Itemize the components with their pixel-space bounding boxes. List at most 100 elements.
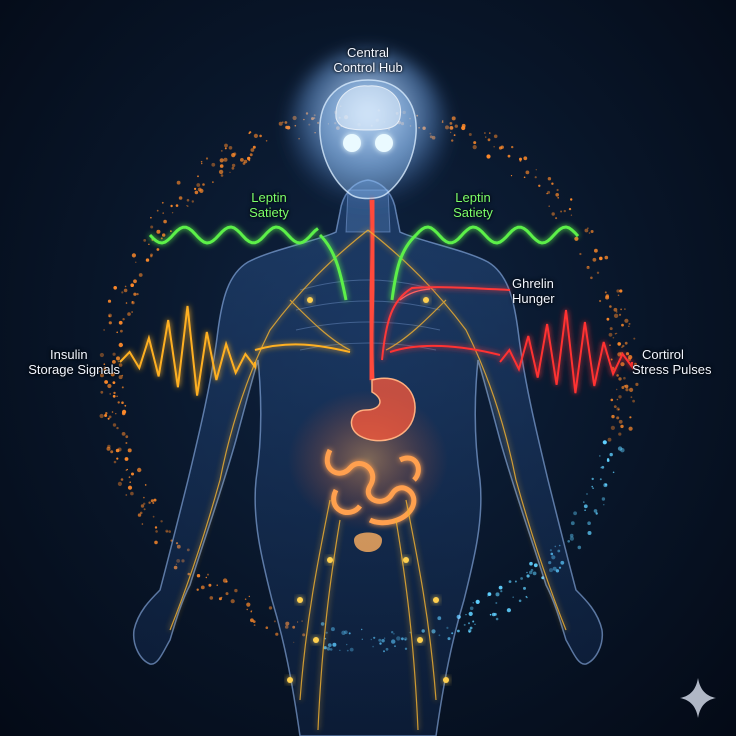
ring-particle — [618, 313, 622, 316]
ring-particle — [103, 329, 105, 331]
ghrelin-line2: Hunger — [512, 291, 555, 306]
ring-particle — [530, 568, 534, 572]
ring-particle — [136, 293, 139, 296]
ring-particle — [143, 239, 147, 242]
ring-particle — [116, 331, 118, 334]
right-eye — [375, 134, 393, 152]
ring-particle — [253, 133, 258, 138]
ring-particle — [259, 134, 262, 138]
ring-particle — [113, 286, 117, 290]
ring-particle — [211, 162, 216, 167]
ring-particle — [590, 276, 593, 280]
ring-particle — [612, 471, 615, 474]
ring-particle — [599, 299, 602, 303]
ring-particle — [219, 164, 224, 168]
ring-particle — [139, 511, 143, 515]
ring-particle — [629, 416, 632, 419]
ring-particle — [525, 170, 530, 175]
ring-particle — [529, 570, 533, 575]
ring-particle — [632, 399, 635, 403]
ring-particle — [616, 416, 620, 420]
left-eye — [343, 134, 361, 152]
ring-particle — [106, 446, 111, 451]
ring-particle — [506, 608, 511, 613]
ring-particle — [454, 124, 458, 128]
ring-particle — [194, 190, 199, 195]
ring-particle — [573, 511, 577, 516]
ring-particle — [207, 573, 209, 576]
ring-particle — [511, 145, 514, 149]
ring-particle — [624, 318, 629, 323]
ring-particle — [108, 315, 111, 318]
ring-particle — [474, 623, 476, 625]
ring-particle — [616, 374, 619, 377]
ring-particle — [491, 612, 496, 617]
hub-label-line2: Control Hub — [333, 60, 403, 75]
ring-particle — [148, 501, 151, 504]
ring-particle — [150, 225, 154, 229]
ring-particle — [587, 531, 592, 535]
ring-particle — [609, 344, 611, 347]
ring-particle — [124, 285, 127, 288]
ring-particle — [606, 317, 610, 321]
ring-particle — [619, 289, 623, 293]
ring-particle — [609, 305, 612, 308]
ring-particle — [247, 156, 251, 161]
insulin-line1: Insulin — [50, 347, 88, 362]
stomach — [350, 377, 416, 442]
ring-particle — [121, 411, 126, 416]
ring-particle — [500, 590, 503, 593]
ring-particle — [133, 292, 137, 296]
ring-particle — [606, 458, 610, 461]
intestines — [325, 448, 421, 526]
ring-particle — [621, 323, 624, 327]
ring-particle — [131, 311, 133, 313]
ring-particle — [547, 177, 552, 181]
ring-particle — [519, 157, 522, 161]
ring-particle — [607, 437, 612, 442]
ring-particle — [121, 374, 124, 377]
ring-particle — [131, 301, 134, 303]
ring-particle — [614, 332, 617, 335]
leptin-left-line2: Satiety — [249, 205, 289, 220]
nerve-node — [313, 637, 319, 643]
ring-particle — [620, 308, 622, 311]
ring-particle — [604, 255, 609, 260]
ring-particle — [162, 212, 164, 214]
ring-particle — [150, 499, 154, 503]
ring-particle — [551, 212, 555, 216]
nerve-node — [327, 557, 333, 563]
cortisol-line1: Cortirol — [642, 347, 684, 362]
ring-particle — [621, 386, 625, 389]
ring-particle — [154, 540, 158, 545]
ring-particle — [161, 201, 164, 204]
ring-particle — [148, 243, 150, 245]
ring-particle — [468, 133, 472, 136]
ring-particle — [485, 136, 487, 138]
ring-particle — [592, 487, 594, 490]
ring-particle — [125, 302, 128, 304]
ring-particle — [216, 584, 218, 586]
ring-particle — [153, 498, 157, 502]
ring-particle — [556, 188, 559, 192]
bladder — [354, 532, 382, 552]
ring-particle — [108, 321, 112, 325]
ring-particle — [574, 236, 579, 241]
ring-particle — [603, 504, 605, 506]
nerve-node — [403, 557, 409, 563]
ring-particle — [100, 390, 104, 394]
ring-particle — [112, 394, 116, 398]
ring-particle — [623, 384, 626, 388]
ring-particle — [165, 529, 169, 533]
ring-particle — [618, 395, 622, 399]
ring-particle — [156, 229, 161, 234]
ring-particle — [200, 585, 205, 590]
nerve-nodes — [287, 297, 449, 683]
ring-particle — [532, 571, 537, 576]
ring-particle — [451, 116, 456, 121]
ring-particle — [635, 382, 639, 386]
ring-particle — [273, 620, 276, 623]
ring-particle — [111, 411, 114, 413]
ring-particle — [109, 393, 111, 395]
ring-particle — [197, 187, 202, 192]
